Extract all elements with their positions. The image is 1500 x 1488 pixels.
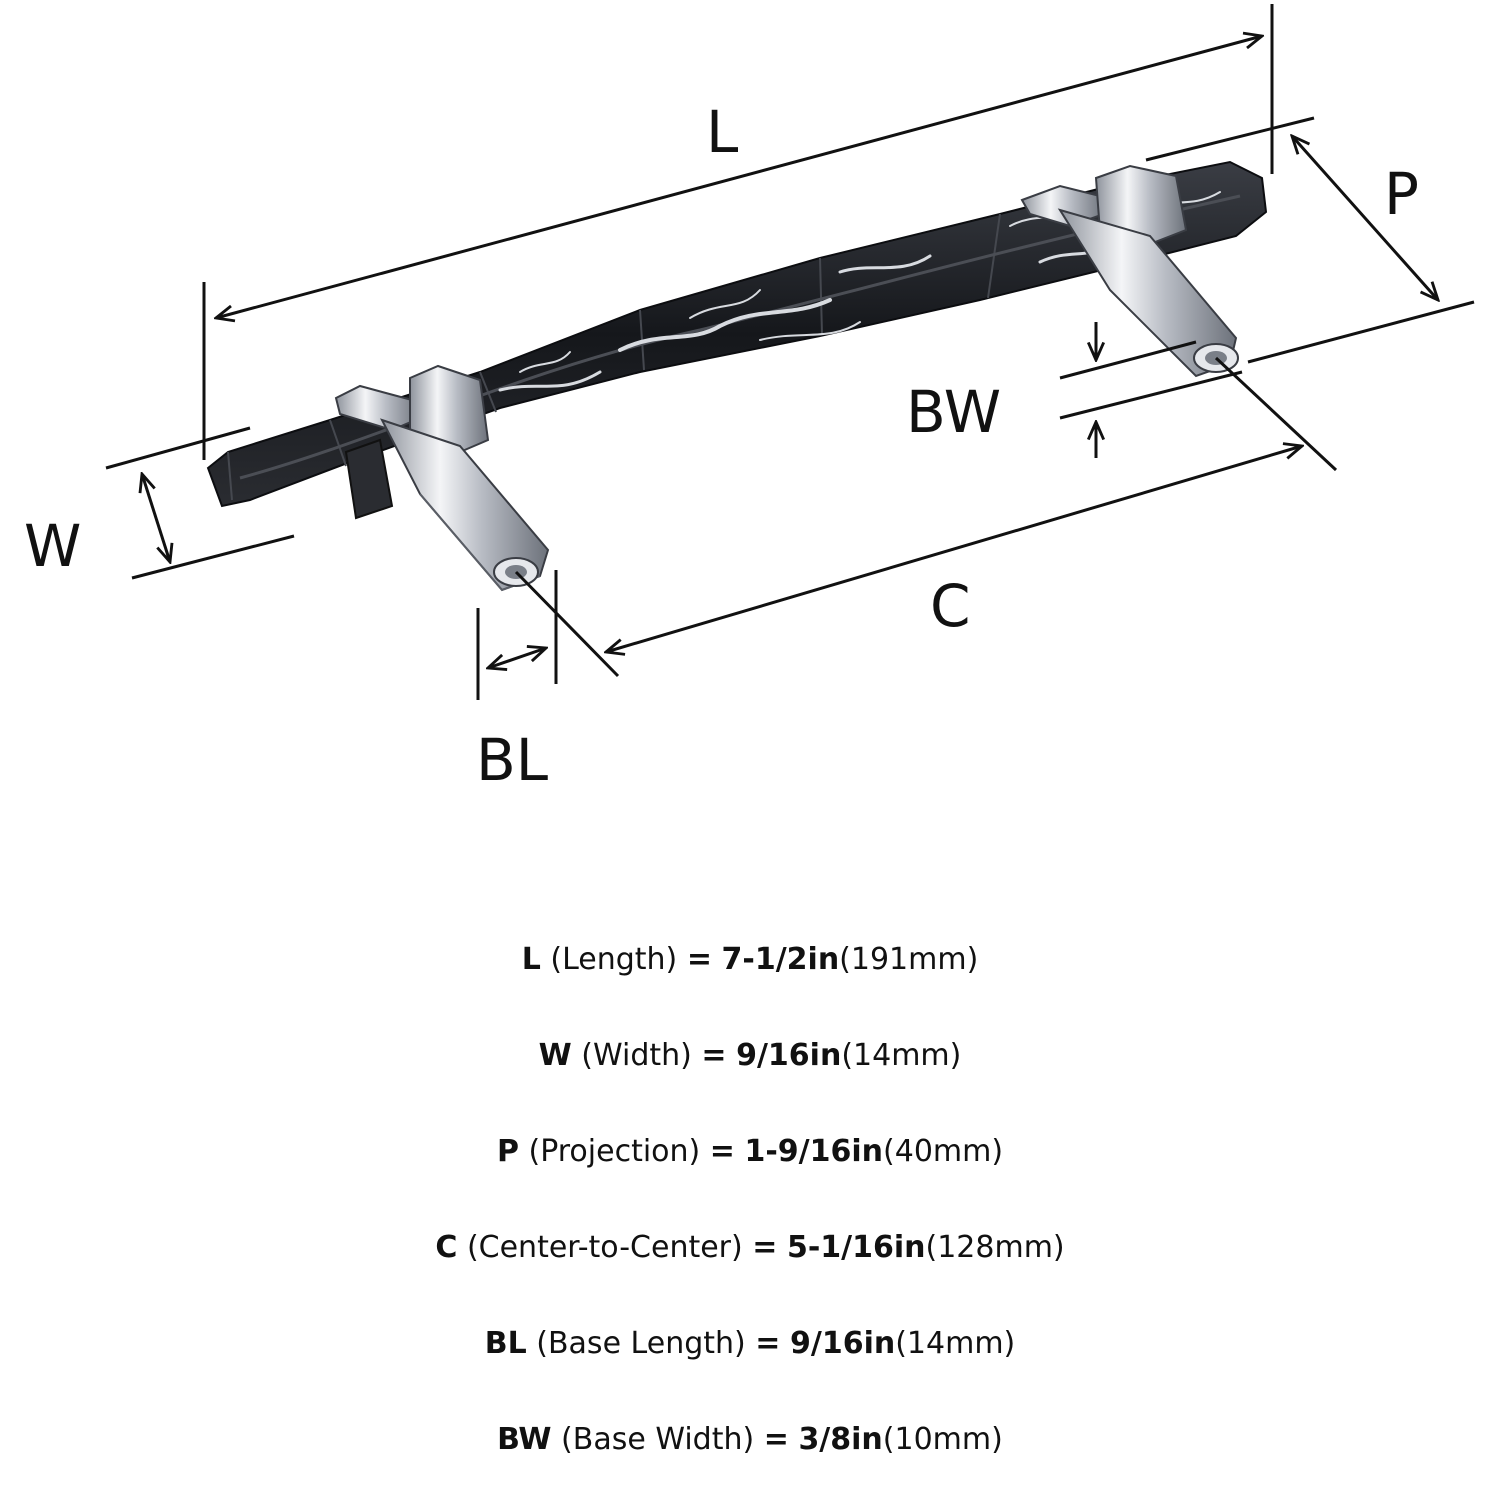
spec-equals: = (709, 1134, 735, 1169)
spec-equals: = (701, 1038, 727, 1073)
spec-line-l: L (Length) = 7-1/2in(191mm) (0, 912, 1500, 1008)
BW-extension-top (1059, 340, 1197, 380)
spec-metric-value: (191mm) (839, 942, 979, 977)
spec-line-p: P (Projection) = 1-9/16in(40mm) (0, 1104, 1500, 1200)
C-centerline-right (1214, 356, 1338, 472)
BL-dimension-line (488, 648, 546, 668)
spec-name: (Width) (581, 1038, 692, 1073)
spec-code: BL (484, 1326, 527, 1361)
label-C: C (930, 572, 971, 640)
spec-code: P (496, 1134, 519, 1169)
spec-line-bl: BL (Base Length) = 9/16in(14mm) (0, 1296, 1500, 1392)
spec-imperial-value: 9/16in (789, 1326, 896, 1361)
spec-equals: = (755, 1326, 781, 1361)
C-dimension-line (606, 446, 1302, 652)
label-W: W (24, 512, 81, 580)
spec-imperial-value: 5-1/16in (786, 1230, 926, 1265)
dimension-lines (105, 4, 1475, 700)
spec-name: (Base Width) (561, 1422, 755, 1457)
spec-equals: = (752, 1230, 778, 1265)
spec-code: C (435, 1230, 458, 1265)
spec-metric-value: (128mm) (925, 1230, 1065, 1265)
spec-line-w: W (Width) = 9/16in(14mm) (0, 1008, 1500, 1104)
spec-metric-value: (14mm) (841, 1038, 962, 1073)
spec-line-c: C (Center-to-Center) = 5-1/16in(128mm) (0, 1200, 1500, 1296)
spec-imperial-value: 7-1/2in (721, 942, 840, 977)
spec-line-bw: BW (Base Width) = 3/8in(10mm) (0, 1392, 1500, 1488)
spec-name: (Length) (550, 942, 678, 977)
BW-extension-bottom (1059, 370, 1243, 420)
spec-code: W (538, 1038, 572, 1073)
spec-imperial-value: 3/8in (798, 1422, 883, 1457)
C-centerline-left (514, 570, 620, 678)
specifications-list: L (Length) = 7-1/2in(191mm)W (Width) = 9… (0, 912, 1500, 1488)
L-dimension-line (216, 36, 1262, 318)
W-dimension-line (142, 474, 170, 562)
spec-code: L (521, 942, 541, 977)
P-extension-bottom (1247, 300, 1475, 364)
W-extension-top (105, 426, 251, 470)
label-P: P (1384, 160, 1419, 228)
label-L: L (706, 98, 738, 166)
dimension-diagram: L P W BW C BL (24, 4, 1475, 794)
spec-imperial-value: 9/16in (736, 1038, 842, 1073)
spec-name: (Base Length) (536, 1326, 746, 1361)
label-BW: BW (906, 378, 1001, 446)
spec-code: BW (497, 1422, 552, 1457)
spec-equals: = (763, 1422, 789, 1457)
left-post (334, 364, 550, 592)
W-extension-bottom (131, 534, 295, 580)
spec-name: (Projection) (528, 1134, 701, 1169)
spec-metric-value: (40mm) (883, 1134, 1004, 1169)
spec-name: (Center-to-Center) (466, 1230, 743, 1265)
cabinet-pull-illustration (206, 160, 1268, 592)
spec-equals: = (686, 942, 712, 977)
spec-metric-value: (14mm) (895, 1326, 1016, 1361)
P-extension-top (1145, 116, 1315, 162)
spec-imperial-value: 1-9/16in (744, 1134, 884, 1169)
P-dimension-line (1292, 136, 1438, 300)
label-BL: BL (476, 726, 548, 794)
spec-metric-value: (10mm) (882, 1422, 1003, 1457)
